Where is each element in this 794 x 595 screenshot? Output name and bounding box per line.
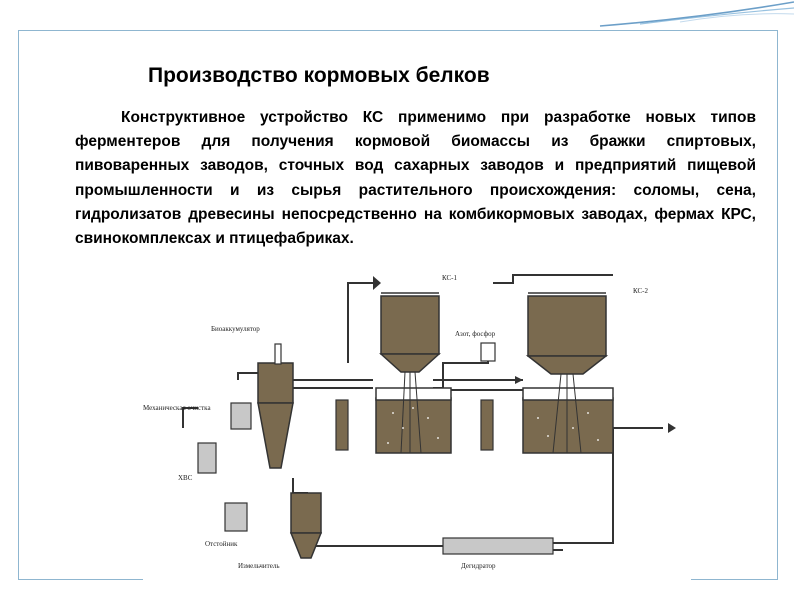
fermenter-ks2 xyxy=(522,292,614,454)
label-mechanical-cleaning: Механическая очистка xyxy=(143,404,211,412)
label-settler: Отстойник xyxy=(205,540,238,548)
corner-swoosh xyxy=(599,1,794,27)
fermenter-diagram: КС-1 КС-2 Биоаккумулятор Азот, фосфор Ме… xyxy=(143,268,691,580)
khvs-tank xyxy=(197,442,217,474)
label-bioaccumulator: Биоаккумулятор xyxy=(211,325,260,333)
page-title: Производство кормовых белков xyxy=(148,64,490,87)
label-ks2: КС-2 xyxy=(633,287,648,295)
settler-box xyxy=(224,502,248,532)
column-2 xyxy=(480,399,494,451)
label-ks1: КС-1 xyxy=(442,274,457,282)
label-nitrogen-phosphorus: Азот, фосфор xyxy=(455,330,496,338)
label-crusher: Измельчитель xyxy=(238,562,280,570)
nitrogen-unit xyxy=(480,342,496,362)
label-khvs: ХВС xyxy=(178,474,193,482)
bioaccumulator-vessel xyxy=(257,343,294,469)
crusher-vessel xyxy=(289,492,323,559)
label-dehydrator: Дегидратор xyxy=(461,562,496,570)
dehydrator-unit xyxy=(442,537,554,555)
fermenter-ks1 xyxy=(375,292,452,454)
body-paragraph: Конструктивное устройство КС применимо п… xyxy=(75,109,756,248)
column-1 xyxy=(335,399,349,451)
dosing-unit xyxy=(230,402,252,430)
